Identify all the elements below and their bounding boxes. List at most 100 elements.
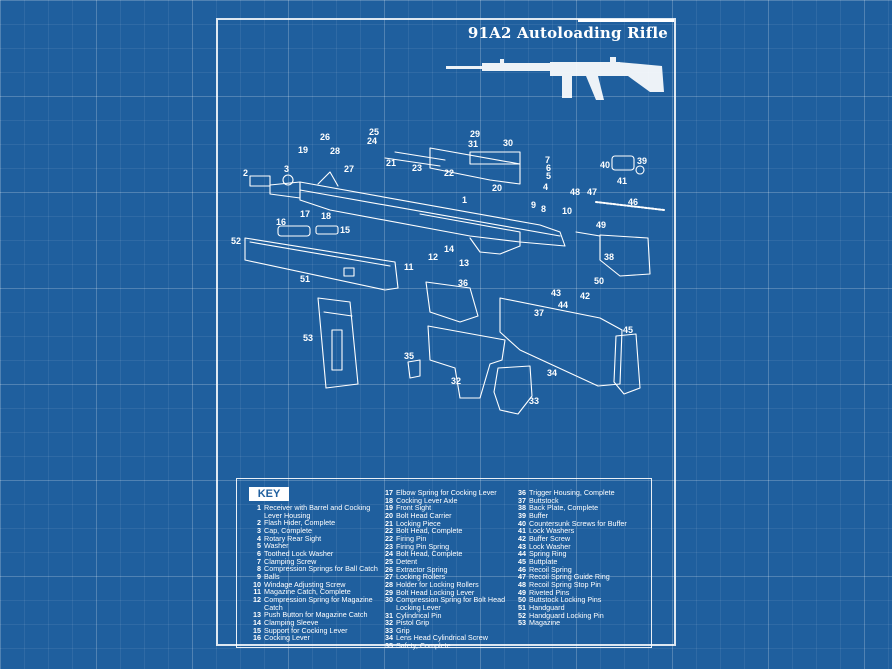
key-entry-number: 31: [385, 610, 393, 620]
key-entry-description: Spring Ring: [529, 549, 567, 559]
key-entry-number: 49: [518, 587, 526, 597]
part-number: 41: [617, 176, 627, 186]
key-entry-description: Compression Spring for Bolt Head Locking…: [396, 595, 506, 612]
part-number: 16: [276, 217, 286, 227]
key-entry-number: 37: [518, 495, 526, 505]
key-entry-number: 28: [385, 579, 393, 589]
key-entry-number: 5: [257, 541, 261, 551]
part-number: 4: [543, 182, 548, 192]
part-number: 37: [534, 308, 544, 318]
part-number: 11: [404, 262, 414, 272]
safety-part: [407, 359, 421, 379]
part-number: 23: [412, 163, 422, 173]
key-entry-number: 25: [385, 556, 393, 566]
key-entry-number: 45: [518, 556, 526, 566]
key-entry-description: Buttstock Locking Pins: [529, 595, 602, 605]
buttplate-part: [613, 333, 641, 395]
key-entry-description: Countersunk Screws for Buffer: [529, 518, 627, 528]
part-number: 26: [320, 132, 330, 142]
key-entry-number: 46: [518, 564, 526, 574]
part-number: 30: [503, 138, 513, 148]
key-entry-description: Bolt Head, Complete: [396, 549, 463, 559]
key-entry-description: Lock Washer: [529, 541, 571, 551]
key-entry-number: 1: [257, 503, 261, 512]
key-entry-description: Elbow Spring for Cocking Lever: [396, 488, 497, 497]
key-entry-number: 10: [253, 579, 261, 589]
part-number: 27: [344, 164, 354, 174]
key-entry-number: 12: [253, 594, 261, 604]
key-entry-description: Rotary Rear Sight: [264, 533, 322, 543]
key-entry-number: 2: [257, 518, 261, 528]
key-entry-number: 50: [518, 595, 526, 605]
key-entry-description: Handguard: [529, 602, 565, 612]
key-entry-number: 27: [385, 572, 393, 582]
key-entry-description: Push Button for Magazine Catch: [264, 610, 368, 620]
key-entry-description: Cocking Lever: [264, 633, 310, 643]
key-entry-number: 23: [385, 541, 393, 551]
part-number: 48: [570, 187, 580, 197]
part-number: 13: [459, 258, 469, 268]
part-number: 3: [284, 164, 289, 174]
flash-hider-part: [249, 174, 294, 187]
key-entry-description: Riveted Pins: [529, 587, 570, 597]
key-entry-description: Compression Springs for Ball Catch: [264, 564, 378, 574]
part-number-labels: 1 2 3 4 5 6 7 8 9 10 11 12 13 14 15 16 1…: [231, 127, 647, 406]
key-entry-description: Back Plate, Complete: [529, 503, 599, 513]
key-entry-number: 33: [385, 625, 393, 635]
key-entry-number: 11: [253, 587, 261, 597]
key-entry-number: 13: [253, 610, 261, 620]
key-entry-description: Extractor Spring: [396, 564, 448, 574]
key-entry-description: Receiver with Barrel and Cocking Lever H…: [264, 503, 371, 520]
key-entry-number: 19: [385, 503, 393, 513]
key-entry-number: 9: [257, 571, 261, 581]
part-number: 25: [369, 127, 379, 137]
key-entry-number: 15: [253, 625, 261, 635]
key-entry-description: Recoil Spring Stop Pin: [529, 579, 601, 589]
key-entry-description: Clamping Screw: [264, 556, 317, 566]
part-number: 36: [458, 278, 468, 288]
key-entry-number: 4: [257, 533, 261, 543]
back-plate-part: [575, 231, 651, 277]
key-entry-description: Lock Washers: [529, 526, 575, 536]
key-entry-number: 21: [385, 518, 393, 528]
key-entry-number: 18: [385, 495, 393, 505]
key-heading: KEY: [249, 487, 289, 501]
part-number: 43: [551, 288, 561, 298]
part-number: 12: [428, 252, 438, 262]
key-entry-number: 30: [385, 595, 393, 605]
key-entry-description: Magazine Catch, Complete: [264, 587, 351, 597]
part-number: 10: [562, 206, 572, 216]
bolt-assembly-part: [384, 147, 521, 185]
part-number: 6: [546, 163, 551, 173]
key-entry-description: Pistol Grip: [396, 618, 430, 628]
part-number: 8: [541, 204, 546, 214]
part-number: 14: [444, 244, 454, 254]
key-entry-description: Magazine: [529, 618, 561, 628]
key-entry-number: 20: [385, 510, 393, 520]
